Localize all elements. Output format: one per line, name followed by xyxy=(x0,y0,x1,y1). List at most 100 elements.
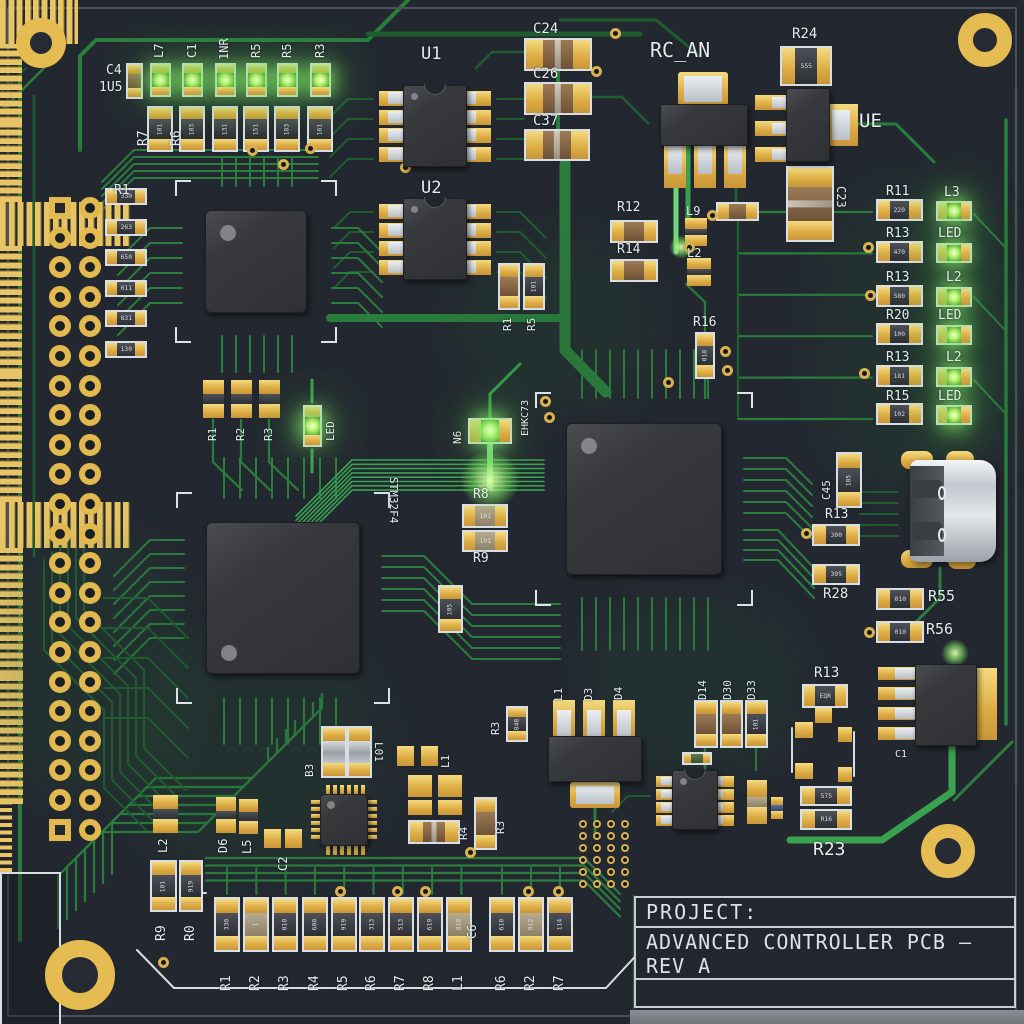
label-r1: R1 xyxy=(501,317,514,331)
header-pad-1-19 xyxy=(49,759,71,782)
qfn-bottom-left-pr0 xyxy=(368,800,377,804)
label-r2: R2 xyxy=(248,975,263,991)
via-grid-3-1 xyxy=(593,856,601,864)
label-r2: R2 xyxy=(523,975,538,991)
label-l1: L1 xyxy=(552,687,565,701)
header-pad-1-7 xyxy=(49,404,71,427)
via-10 xyxy=(722,365,733,376)
via-grid-5-3 xyxy=(621,880,629,888)
label-l1: L1 xyxy=(439,754,452,768)
qfn-bottom-left-pt2 xyxy=(340,785,344,794)
component-L2-top xyxy=(687,258,711,286)
header-pad-2-15 xyxy=(79,641,101,663)
header-pad-2-8 xyxy=(79,433,101,456)
component-bot-R4: 600 xyxy=(302,897,328,952)
header-pad-2-1 xyxy=(79,226,101,249)
header-pad-2-9 xyxy=(79,463,101,486)
qfn-bottom-left-pt3 xyxy=(347,785,351,794)
pad-6 xyxy=(408,800,432,815)
label-d6: D6 xyxy=(216,838,230,853)
via-grid-5-2 xyxy=(607,880,615,888)
label-r5: R5 xyxy=(525,317,538,331)
label-r6: R6 xyxy=(364,975,379,991)
power-ic-leg-1 xyxy=(895,688,915,699)
chip-u1 xyxy=(403,84,467,167)
component-R4-header: 611 xyxy=(105,280,147,297)
component-R28: 395 xyxy=(812,564,860,585)
chip-ue-leg-2 xyxy=(772,149,788,160)
label-r4: R4 xyxy=(307,975,322,991)
qfn-bottom-left-pt4 xyxy=(354,785,358,794)
header-pad-2-17 xyxy=(79,700,101,723)
qfn-bottom-left-pb0 xyxy=(326,846,330,855)
via-12 xyxy=(864,627,875,638)
soic-bottom-pad-r1 xyxy=(712,789,734,800)
component-led-res-3: 131 xyxy=(212,106,238,152)
label-d3: D3 xyxy=(582,687,595,701)
via-grid-0-2 xyxy=(607,820,615,828)
label-r15: R15 xyxy=(886,389,910,404)
component-bot-R2: 1 xyxy=(243,897,269,952)
label-r12: R12 xyxy=(617,200,641,215)
mcu-top-left-bracket-tl xyxy=(175,180,191,196)
qfn-bottom-left-pl3 xyxy=(311,821,320,825)
chip-u2-leg-l2 xyxy=(388,242,403,254)
label-r13: R13 xyxy=(814,665,840,681)
label-r3: R3 xyxy=(494,820,507,834)
label-r8: R8 xyxy=(473,487,489,502)
chip-ue-tabmetal xyxy=(832,110,850,140)
via-21 xyxy=(863,242,874,253)
qfn-bottom-left-pr2 xyxy=(368,814,377,818)
component-R13-eqr: EQR xyxy=(802,684,848,708)
component-R16: 010 xyxy=(695,332,715,379)
qfn-bottom-left-pb3 xyxy=(347,846,351,855)
component-cap-b3-1 xyxy=(321,726,347,778)
component-R13c-col: 181 xyxy=(876,365,923,387)
label-r14: R14 xyxy=(617,242,641,257)
component-R12 xyxy=(610,220,658,243)
glow-1 xyxy=(941,639,969,667)
header-pad-2-0 xyxy=(79,197,101,219)
qfn-bottom-left-pr4 xyxy=(368,828,377,832)
label-r13: R13 xyxy=(886,226,910,241)
pad-9 xyxy=(838,727,852,742)
pad-3 xyxy=(421,746,438,766)
led-top-3 xyxy=(215,63,236,97)
via-17 xyxy=(420,886,431,897)
label-1u5: 1U5 xyxy=(99,80,123,95)
component-res-r16: R16 xyxy=(800,809,852,830)
mcu-left-bracket-br xyxy=(374,688,390,704)
component-D33: 101 xyxy=(745,700,768,748)
label-r23: R23 xyxy=(813,839,846,860)
title-block-empty-row xyxy=(636,980,1014,1004)
label-r13: R13 xyxy=(825,507,849,522)
label-r13: R13 xyxy=(886,350,910,365)
via-24 xyxy=(158,957,169,968)
header-pad-1-12 xyxy=(49,552,71,575)
qfn-bottom-left-pb5 xyxy=(361,846,365,855)
component-led-res-5: 183 xyxy=(274,106,300,152)
component-bot-R6b: 610 xyxy=(489,897,515,952)
reg-rc-an-tab xyxy=(684,76,722,102)
chip-ue-leg-0 xyxy=(772,97,788,108)
chip-u2-leg-l0 xyxy=(388,205,403,217)
header-pad-2-12 xyxy=(79,552,101,575)
chip-ue xyxy=(786,88,830,162)
soic-bottom-pad-r0 xyxy=(712,776,734,787)
mcu-top-left-bracket-tr xyxy=(321,180,337,196)
header-pad-2-10 xyxy=(79,493,101,515)
component-L5-bl xyxy=(239,799,258,834)
header-pad-1-10 xyxy=(49,493,71,515)
label-r24: R24 xyxy=(792,26,818,42)
component-blue-part xyxy=(771,797,783,819)
qfn-bottom-left-pl1 xyxy=(311,807,320,811)
project-label: PROJECT: xyxy=(636,898,1014,928)
mcu-top-left-pins-top xyxy=(0,0,78,22)
label-c24: C24 xyxy=(533,21,559,37)
qfn-bottom-left-pr1 xyxy=(368,807,377,811)
header-pad-2-21 xyxy=(79,818,101,841)
pad-12 xyxy=(815,708,832,723)
component-R56: 010 xyxy=(876,621,924,643)
qfn-bottom-left-pl2 xyxy=(311,814,320,818)
header-pad-sqhole-0 xyxy=(55,203,65,213)
